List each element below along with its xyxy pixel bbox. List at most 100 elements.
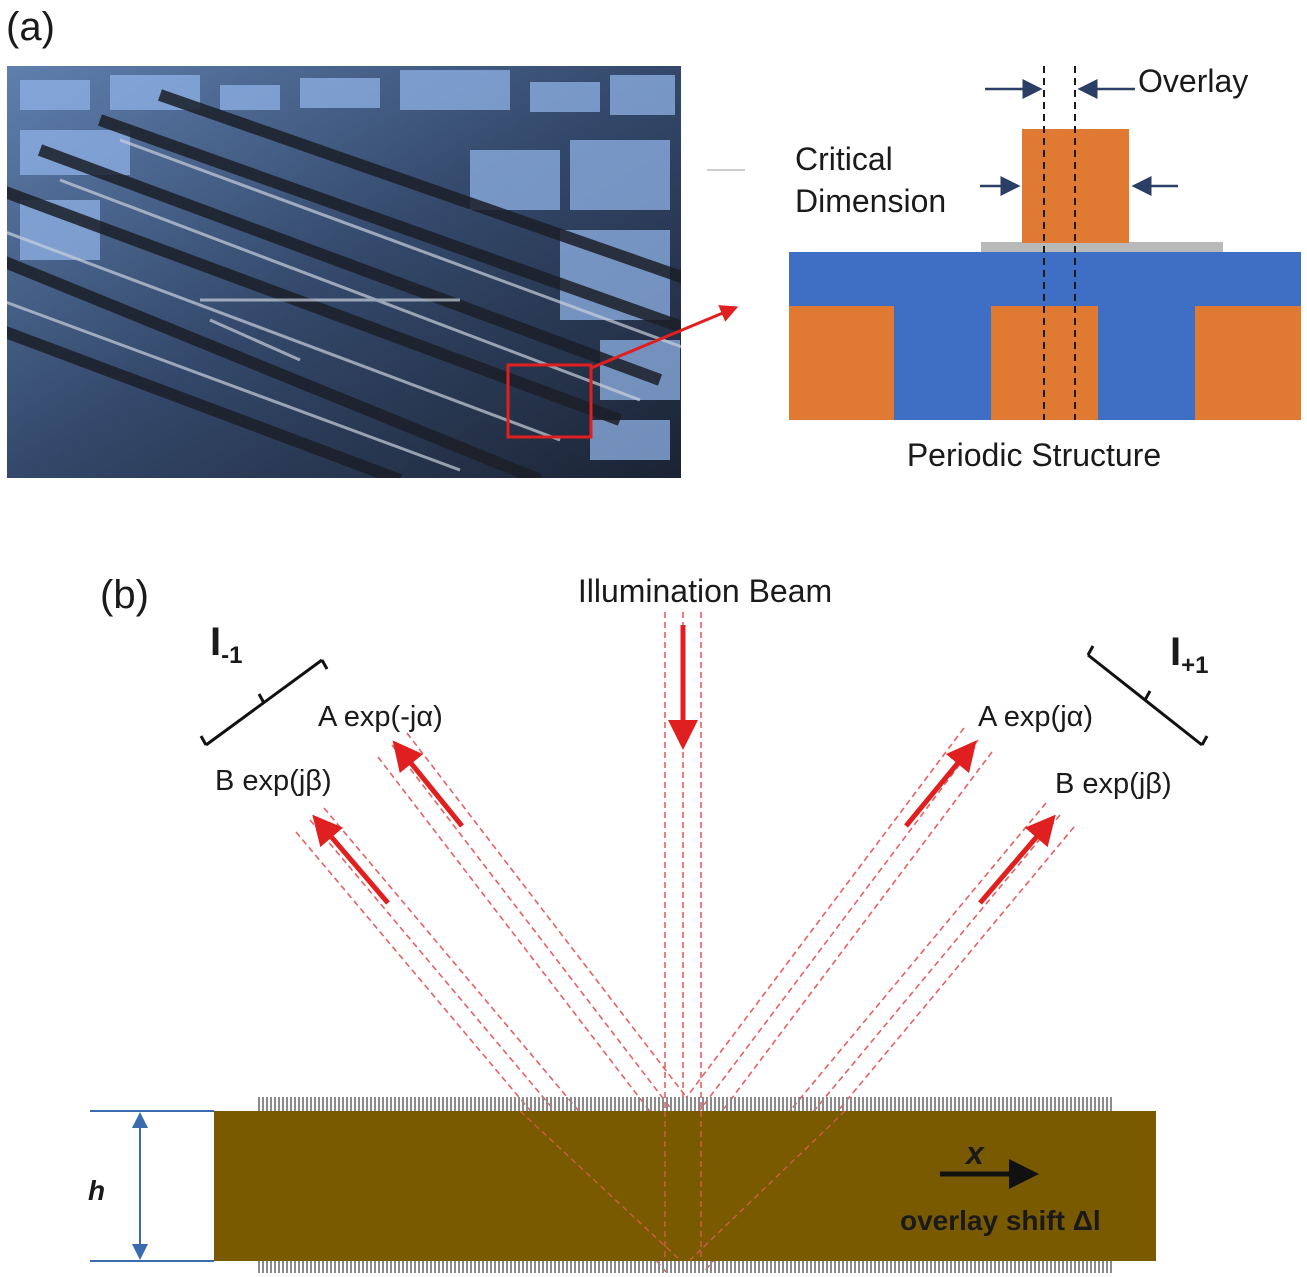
grating-tooth	[426, 1097, 428, 1111]
grating-tooth	[346, 1261, 348, 1273]
grating-tooth	[518, 1097, 520, 1111]
grating-tooth	[466, 1097, 468, 1111]
minus-a-arrow	[392, 740, 464, 828]
grating-tooth	[598, 1097, 600, 1111]
grating-tooth	[862, 1261, 864, 1273]
detector-minus-one-label: I-1	[210, 620, 242, 669]
detector-plus-one	[1086, 645, 1209, 747]
grating-tooth	[310, 1097, 312, 1111]
grating-tooth	[682, 1261, 684, 1273]
grating-tooth	[778, 1261, 780, 1273]
grating-tooth	[554, 1097, 556, 1111]
grating-tooth	[750, 1261, 752, 1273]
grating-tooth	[458, 1261, 460, 1273]
grating-tooth	[490, 1261, 492, 1273]
grating-tooth	[494, 1261, 496, 1273]
grating-tooth	[962, 1097, 964, 1111]
grating-tooth	[686, 1261, 688, 1273]
grating-tooth	[1018, 1097, 1020, 1111]
grating-tooth	[590, 1097, 592, 1111]
grating-tooth	[282, 1261, 284, 1273]
grating-tooth	[402, 1261, 404, 1273]
minus-b-arrow	[312, 814, 390, 905]
grating-tooth	[474, 1097, 476, 1111]
grating-tooth	[454, 1097, 456, 1111]
grating-tooth	[1002, 1261, 1004, 1273]
grating-tooth	[1106, 1261, 1108, 1273]
grating-tooth	[878, 1261, 880, 1273]
grating-tooth	[934, 1097, 936, 1111]
grating-tooth	[746, 1097, 748, 1111]
grating-tooth	[586, 1097, 588, 1111]
grating-tooth	[834, 1261, 836, 1273]
grating-tooth	[462, 1261, 464, 1273]
panel-b-label: (b)	[100, 573, 149, 617]
grating-tooth	[778, 1097, 780, 1111]
grating-tooth	[1094, 1097, 1096, 1111]
grating-tooth	[582, 1261, 584, 1273]
grating-tooth	[510, 1261, 512, 1273]
grating-tooth	[370, 1097, 372, 1111]
grating-tooth	[378, 1097, 380, 1111]
grating-tooth	[1062, 1097, 1064, 1111]
grating-tooth	[566, 1097, 568, 1111]
grating-tooth	[902, 1261, 904, 1273]
grating-tooth	[546, 1261, 548, 1273]
grating-tooth	[702, 1097, 704, 1111]
grating-tooth	[694, 1261, 696, 1273]
grating-tooth	[558, 1097, 560, 1111]
grating-tooth	[470, 1261, 472, 1273]
grating-tooth	[1042, 1097, 1044, 1111]
grating-tooth	[798, 1097, 800, 1111]
grating-tooth	[918, 1097, 920, 1111]
grating-tooth	[282, 1097, 284, 1111]
grating-tooth	[722, 1097, 724, 1111]
grating-tooth	[782, 1261, 784, 1273]
grating-tooth	[470, 1097, 472, 1111]
plus-a-arrow	[904, 740, 977, 828]
grating-tooth	[866, 1261, 868, 1273]
grating-tooth	[758, 1097, 760, 1111]
grating-tooth	[966, 1261, 968, 1273]
grating-tooth	[274, 1097, 276, 1111]
grating-tooth	[874, 1261, 876, 1273]
grating-tooth	[358, 1097, 360, 1111]
grating-tooth	[1026, 1097, 1028, 1111]
grating-tooth	[886, 1097, 888, 1111]
grating-tooth	[694, 1097, 696, 1111]
grating-tooth	[258, 1261, 260, 1273]
grating-tooth	[978, 1097, 980, 1111]
grating-tooth	[318, 1097, 320, 1111]
wave-b-plus-label: B exp(jβ)	[1055, 768, 1172, 800]
grating-tooth	[762, 1097, 764, 1111]
bottom-grating	[258, 1261, 1112, 1273]
grating-tooth	[910, 1261, 912, 1273]
grating-tooth	[922, 1261, 924, 1273]
grating-tooth	[498, 1097, 500, 1111]
grating-tooth	[506, 1097, 508, 1111]
grating-tooth	[770, 1261, 772, 1273]
grating-tooth	[294, 1261, 296, 1273]
critical-dimension-label-line2: Dimension	[795, 183, 946, 219]
grating-tooth	[722, 1261, 724, 1273]
grating-tooth	[798, 1261, 800, 1273]
grating-tooth	[974, 1097, 976, 1111]
grating-tooth	[974, 1261, 976, 1273]
grating-tooth	[730, 1261, 732, 1273]
grating-tooth	[278, 1261, 280, 1273]
grating-tooth	[886, 1261, 888, 1273]
grating-tooth	[1070, 1097, 1072, 1111]
grating-tooth	[626, 1261, 628, 1273]
grating-tooth	[1034, 1097, 1036, 1111]
grating-tooth	[794, 1097, 796, 1111]
grating-tooth	[578, 1261, 580, 1273]
grating-tooth	[270, 1261, 272, 1273]
grating-tooth	[814, 1097, 816, 1111]
grating-tooth	[698, 1261, 700, 1273]
grating-tooth	[878, 1097, 880, 1111]
grating-tooth	[690, 1261, 692, 1273]
grating-tooth	[658, 1261, 660, 1273]
grating-tooth	[838, 1097, 840, 1111]
grating-tooth	[766, 1097, 768, 1111]
grating-tooth	[674, 1261, 676, 1273]
